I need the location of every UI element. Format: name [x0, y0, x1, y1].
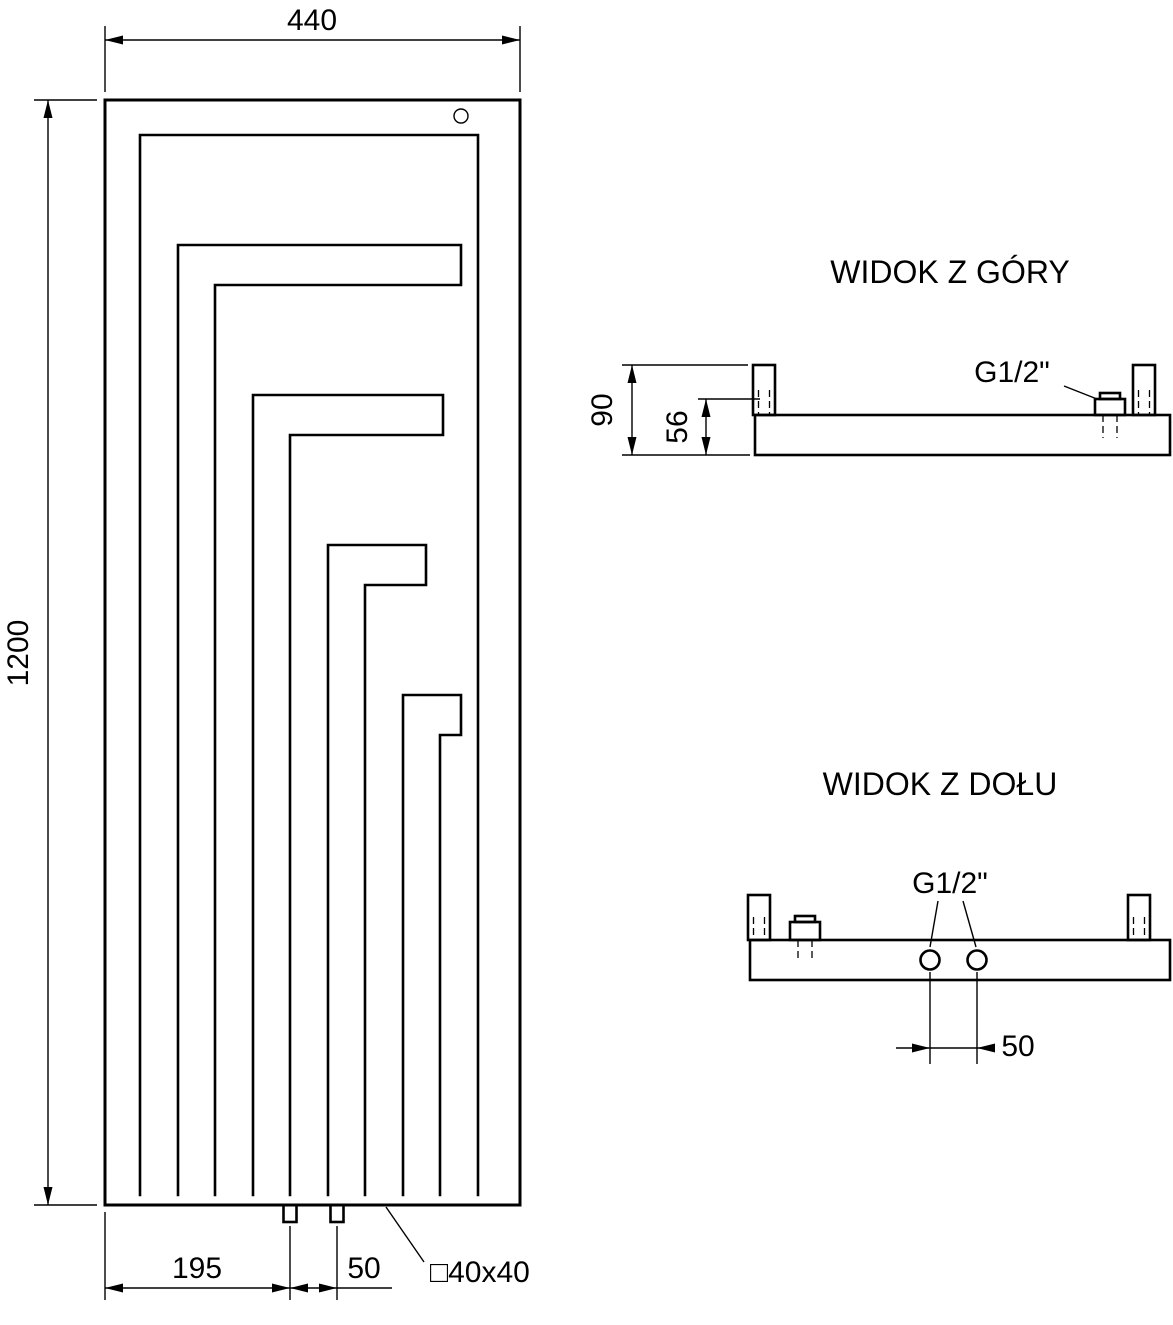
bottom-view-body — [748, 938, 1172, 982]
connection-stub-right — [329, 1203, 345, 1224]
arrowhead — [912, 1043, 930, 1053]
heating-tube-path-5 — [401, 693, 463, 1197]
dimension-depth-90: 90 — [586, 364, 750, 456]
bottom-view-title: WIDOK Z DOŁU — [823, 766, 1058, 802]
arrowhead — [105, 1283, 123, 1293]
leader-line — [385, 1206, 425, 1263]
arrowhead — [105, 35, 123, 45]
dimension-height-1200: 1200 — [2, 99, 97, 1206]
arrowhead — [701, 399, 711, 417]
arrowhead — [43, 1187, 53, 1205]
connection-port-left — [919, 949, 941, 971]
dimension-label-height: 1200 — [2, 620, 35, 687]
dimension-label-spacing: 50 — [347, 1252, 380, 1285]
heating-tube-path-3 — [251, 393, 445, 1197]
top-view: WIDOK Z GÓRY G1/2" 90 — [586, 254, 1172, 457]
heating-tube-path-4 — [326, 543, 428, 1197]
top-view-title: WIDOK Z GÓRY — [830, 254, 1069, 290]
connection-stub-left — [282, 1203, 298, 1224]
mounting-tab-left — [746, 893, 772, 942]
arrowhead — [272, 1283, 290, 1293]
fitting-nut — [1093, 397, 1127, 417]
radiator-outline — [103, 98, 522, 1207]
leader-line — [962, 900, 977, 948]
dimension-width-440: 440 — [104, 4, 521, 92]
dimension-label-width: 440 — [287, 4, 337, 37]
arrowhead — [627, 437, 637, 455]
fitting-collar — [1098, 391, 1122, 401]
dimension-label-inset: 56 — [661, 410, 694, 443]
arrowhead — [502, 35, 520, 45]
profile-size-callout: □40x40 — [385, 1206, 530, 1289]
dimension-label-depth: 90 — [586, 393, 619, 426]
vent-hole — [453, 108, 469, 124]
leader-line — [929, 900, 939, 948]
pipe-fitting-bottom-view — [788, 914, 822, 962]
connection-port-right — [966, 949, 988, 971]
dimension-inset-56: 56 — [661, 398, 760, 455]
dimension-connections: 195 50 — [104, 1212, 392, 1300]
profile-size-label: □40x40 — [430, 1256, 530, 1289]
mounting-tab-right — [1131, 363, 1157, 417]
front-view: 440 1200 195 50 □40x40 — [2, 4, 530, 1300]
arrowhead — [319, 1283, 337, 1293]
thread-label-top: G1/2" — [974, 356, 1050, 389]
heating-tube-path-1 — [138, 133, 480, 1197]
thread-label-bottom: G1/2" — [912, 867, 988, 900]
arrowhead — [977, 1043, 995, 1053]
top-view-body — [753, 413, 1172, 457]
fitting-collar — [793, 914, 817, 924]
dimension-label-port-spacing: 50 — [1001, 1030, 1034, 1063]
leader-line — [1063, 385, 1098, 400]
pipe-fitting-top-view — [1093, 391, 1127, 438]
bottom-view: WIDOK Z DOŁU G1/2" — [746, 766, 1172, 1064]
thread-callout-bottom: G1/2" — [912, 867, 988, 948]
dimension-label-offset: 195 — [172, 1252, 222, 1285]
arrowhead — [627, 365, 637, 383]
arrowhead — [43, 100, 53, 118]
fitting-nut — [788, 920, 822, 942]
thread-callout-top: G1/2" — [974, 356, 1098, 400]
heating-tube-path-2 — [176, 243, 463, 1197]
dimension-spacing-50: 50 — [896, 972, 1035, 1064]
mounting-tab-right — [1126, 893, 1152, 942]
mounting-tab-left — [751, 363, 777, 417]
arrowhead — [701, 437, 711, 455]
arrowhead — [290, 1283, 308, 1293]
